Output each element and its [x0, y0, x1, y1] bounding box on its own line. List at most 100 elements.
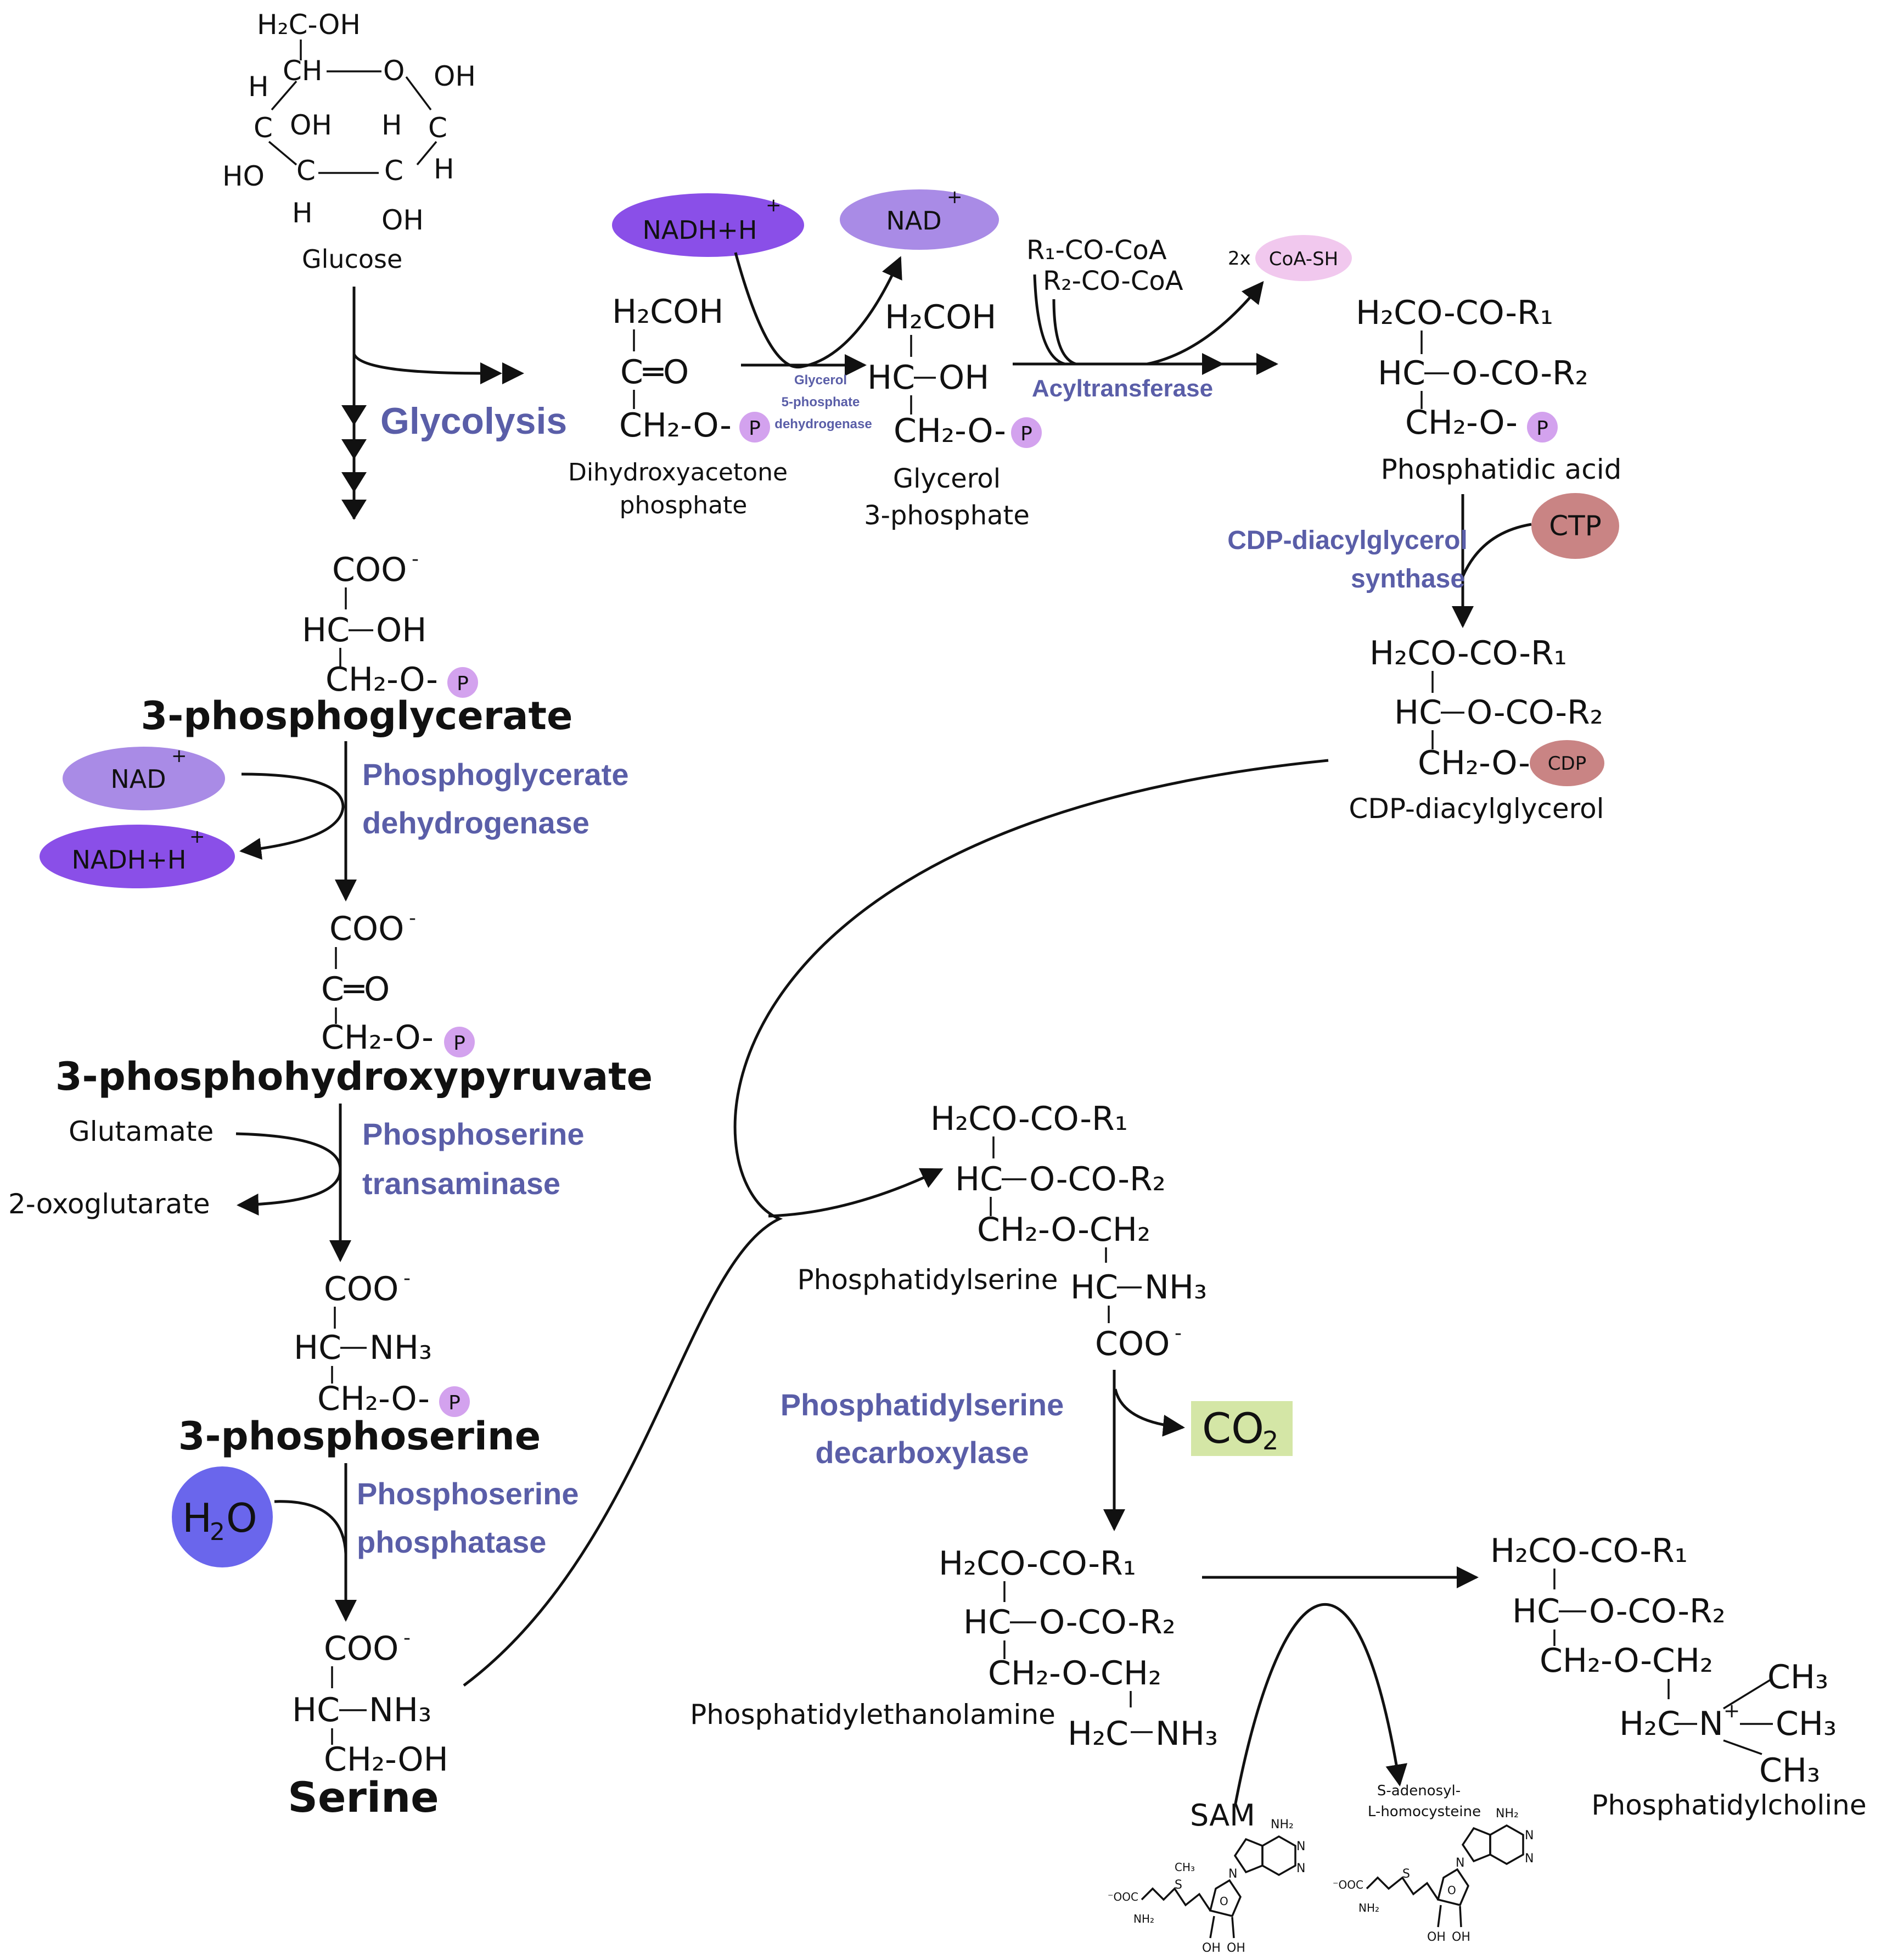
- ctp-bubble: [1531, 493, 1619, 559]
- pc-ch3-b: CH₃: [1776, 1705, 1837, 1743]
- acyltransferase-label: Acyltransferase: [1032, 375, 1213, 402]
- ps-line4a: HC: [1070, 1268, 1118, 1307]
- nad-left-label: NAD: [110, 764, 166, 794]
- g3pdh-label-2: 5-phosphate: [782, 395, 860, 410]
- pe-line3: CH₂-O-CH₂: [988, 1654, 1161, 1693]
- phosphate-icon: [1011, 417, 1042, 448]
- phosphate-icon: [1527, 412, 1558, 443]
- pc-line1: H₂CO-CO-R₁: [1490, 1532, 1688, 1570]
- sam-n3: N: [1228, 1867, 1237, 1881]
- water-o: O: [226, 1495, 257, 1541]
- psd-label-1: Phosphatidylserine: [781, 1387, 1064, 1422]
- sah-n2: N: [1525, 1852, 1534, 1866]
- dhap-line2: C═O: [620, 353, 689, 391]
- pc-line2a: HC: [1512, 1592, 1560, 1631]
- pc-line4b: N: [1699, 1705, 1723, 1743]
- sam-oh1: OH: [1202, 1941, 1221, 1955]
- g3p-label-2: 3-phosphate: [864, 500, 1030, 531]
- sah-label-1: S-adenosyl-: [1377, 1783, 1461, 1799]
- phosphate-label: P: [453, 1032, 465, 1055]
- pa-line2a: HC: [1378, 354, 1425, 393]
- g3p-line2a: HC: [867, 359, 915, 397]
- sah-nh2: NH₂: [1496, 1807, 1519, 1821]
- coash-bubble: [1255, 235, 1352, 281]
- dhap-line1: H₂COH: [612, 293, 723, 331]
- sam-s: S: [1175, 1878, 1182, 1892]
- pc-ch3-a: CH₃: [1767, 1658, 1828, 1696]
- nadh-top-sup: +: [766, 194, 782, 216]
- sah-structure: S-adenosyl- L-homocysteine NH₂ N N N O O…: [1333, 1783, 1534, 1944]
- phosphate-icon: [447, 667, 478, 698]
- g3p-line1: H₂COH: [885, 298, 996, 337]
- sam-coo: ⁻OOC: [1108, 1890, 1138, 1903]
- g3p-label-1: Glycerol: [893, 463, 1001, 494]
- glucose-h3: H: [434, 153, 454, 185]
- glutamate-label: Glutamate: [69, 1116, 214, 1147]
- dhap-label-2: phosphate: [620, 491, 748, 519]
- water-sub: 2: [210, 1518, 225, 1546]
- phosphatidic-acid-structure: H₂CO-CO-R₁ HC O-CO-R₂ CH₂-O- P Phosphati…: [1356, 294, 1621, 485]
- serine-line1-sup: -: [403, 1627, 411, 1649]
- ps-line5: COO: [1095, 1325, 1170, 1363]
- phosphatidylserine-structure: H₂CO-CO-R₁ HC O-CO-R₂ CH₂-O-CH₂ HC NH₃ C…: [798, 1100, 1208, 1363]
- serine-line1: COO: [324, 1629, 398, 1668]
- pe-label: Phosphatidylethanolamine: [690, 1699, 1055, 1731]
- oxoglutarate-label: 2-oxoglutarate: [8, 1188, 210, 1220]
- sam-ch3: CH₃: [1175, 1861, 1195, 1874]
- phosphate-icon: [739, 412, 770, 443]
- pser-line2a: HC: [294, 1329, 341, 1367]
- pa-line1: H₂CO-CO-R₁: [1356, 294, 1553, 332]
- glucose-c2: C: [428, 112, 447, 144]
- pc-label: Phosphatidylcholine: [1591, 1789, 1866, 1821]
- dhap-line3: CH₂-O-: [619, 406, 732, 445]
- pe-line4a: H₂C: [1068, 1715, 1128, 1753]
- phosphate-label: P: [448, 1392, 461, 1414]
- nadh-left-sup: +: [189, 826, 205, 848]
- pc-line2b: O-CO-R₂: [1589, 1592, 1726, 1631]
- glucose-oh3: OH: [381, 204, 424, 236]
- pg3-line2b: OH: [376, 611, 426, 649]
- dhap-structure: H₂COH C═O CH₂-O- P Dihydroxyacetone phos…: [568, 293, 788, 519]
- pg3-line3: CH₂-O-: [325, 660, 438, 699]
- ps-line4b: NH₃: [1144, 1268, 1207, 1307]
- pc-line4a: H₂C: [1619, 1705, 1680, 1743]
- ctp-label: CTP: [1549, 510, 1602, 542]
- sah-n1: N: [1525, 1829, 1534, 1843]
- pser-line3: CH₂-O-: [317, 1380, 430, 1418]
- cdp-synthase-label-1: CDP-diacylglycerol: [1227, 526, 1467, 555]
- coash-prefix: 2x: [1228, 248, 1251, 270]
- cdpdag-line3: CH₂-O-: [1418, 744, 1530, 782]
- sam-label: SAM: [1190, 1798, 1255, 1833]
- cdp-label: CDP: [1548, 753, 1586, 775]
- nadh-top-bubble: [612, 193, 804, 257]
- phosphate-icon: [444, 1027, 475, 1057]
- pe-line2b: O-CO-R₂: [1039, 1603, 1176, 1642]
- glucose-ho: HO: [222, 160, 265, 192]
- pa-label: Phosphatidic acid: [1381, 453, 1622, 485]
- glucose-h2coh: H₂C-OH: [257, 9, 361, 41]
- php-line1: COO: [329, 910, 404, 948]
- sah-n3: N: [1456, 1856, 1464, 1870]
- pc-ch3-c: CH₃: [1759, 1751, 1820, 1790]
- nadh-left-bubble: [40, 825, 235, 888]
- g3pdh-label-1: Glycerol: [794, 373, 847, 388]
- sah-s: S: [1402, 1867, 1410, 1881]
- nad-top-bubble: [840, 189, 999, 250]
- glucose-h2: H: [381, 109, 402, 141]
- sam-o: O: [1220, 1895, 1228, 1908]
- pa-line2b: O-CO-R₂: [1452, 354, 1588, 393]
- phosphatidylethanolamine-structure: H₂CO-CO-R₁ HC O-CO-R₂ CH₂-O-CH₂ H₂C NH₃ …: [690, 1544, 1218, 1753]
- psat-label-2: transaminase: [362, 1166, 560, 1201]
- ps-line5-sup: -: [1175, 1322, 1182, 1345]
- pser-label: 3-phosphoserine: [178, 1414, 541, 1459]
- glucose-c3: C: [296, 155, 316, 187]
- cdp-synthase-label-2: synthase: [1351, 564, 1465, 593]
- g3p-structure: H₂COH HC OH CH₂-O- P Glycerol 3-phosphat…: [864, 298, 1042, 531]
- pser-line1: COO: [324, 1270, 398, 1308]
- pg3-line1-sup: -: [412, 548, 419, 570]
- sah-o: O: [1447, 1884, 1456, 1897]
- phosphate-label: P: [749, 417, 761, 440]
- glucose-structure: H₂C-OH CH O OH H C OH H C HO C C H H OH …: [222, 9, 476, 274]
- pser-line1-sup: -: [403, 1267, 411, 1290]
